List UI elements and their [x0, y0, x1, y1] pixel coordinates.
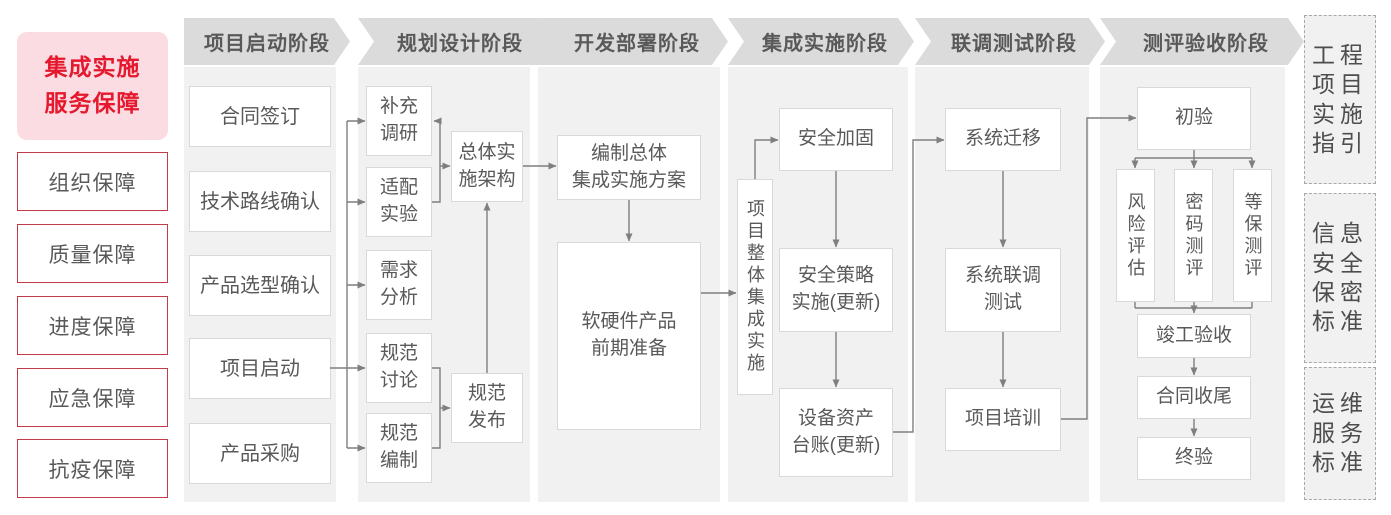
box-classified-protection-evaluation: 等保测评	[1233, 169, 1272, 302]
sidebar-item-organization: 组织保障	[17, 152, 168, 211]
box-security-hardening: 安全加固	[779, 108, 893, 171]
box-joint-debug-testing: 系统联调 测试	[945, 248, 1061, 332]
box-initial-acceptance: 初验	[1137, 87, 1251, 150]
sidebar-title: 集成实施 服务保障	[17, 32, 168, 140]
box-project-training: 项目培训	[945, 388, 1061, 451]
ref-box-infosec-confidentiality-standard: 信息 安全 保密 标准	[1304, 193, 1376, 363]
box-product-selection-confirm: 产品选型确认	[189, 255, 331, 316]
box-final-acceptance: 终验	[1137, 437, 1251, 480]
sidebar-item-schedule: 进度保障	[17, 296, 168, 355]
box-security-policy-implementation: 安全策略 实施(更新)	[779, 248, 893, 332]
box-supplementary-research: 补充 调研	[366, 86, 432, 156]
box-spec-release: 规范 发布	[451, 373, 523, 443]
phase-header-joint-testing: 联调测试阶段	[915, 18, 1105, 65]
box-overall-integration-plan: 编制总体 集成实施方案	[557, 135, 701, 200]
box-contract-closure: 合同收尾	[1137, 376, 1251, 419]
box-spec-discussion: 规范 讨论	[366, 333, 432, 403]
box-overall-project-integration: 项目整体集成实施	[737, 179, 773, 395]
box-requirement-analysis: 需求 分析	[366, 250, 432, 320]
box-spec-drafting: 规范 编制	[366, 413, 432, 483]
box-crypto-evaluation: 密码测评	[1174, 169, 1213, 302]
ref-box-project-implementation-guide: 工程 项目 实施 指引	[1304, 15, 1376, 184]
ref-box-ops-service-standard: 运维 服务 标准	[1304, 367, 1376, 500]
box-risk-assessment: 风险评估	[1116, 169, 1155, 302]
box-project-kickoff: 项目启动	[189, 338, 331, 399]
phase-header-evaluation-acceptance: 测评验收阶段	[1100, 18, 1304, 65]
box-completion-acceptance: 竣工验收	[1137, 314, 1251, 358]
phase-header-planning-design: 规划设计阶段	[358, 18, 554, 65]
box-overall-implementation-architecture: 总体实 施架构	[451, 131, 523, 202]
box-asset-ledger-update: 设备资产 台账(更新)	[779, 388, 893, 477]
box-hw-sw-preparation: 软硬件产品 前期准备	[557, 242, 701, 430]
sidebar-item-emergency: 应急保障	[17, 368, 168, 427]
box-product-procurement: 产品采购	[189, 423, 331, 484]
sidebar-item-quality: 质量保障	[17, 224, 168, 283]
box-contract-signing: 合同签订	[189, 86, 331, 147]
sidebar-item-epidemic: 抗疫保障	[17, 439, 168, 498]
phase-header-dev-deploy: 开发部署阶段	[538, 18, 728, 65]
phase-header-project-kickoff: 项目启动阶段	[184, 18, 350, 65]
box-tech-route-confirm: 技术路线确认	[189, 171, 331, 232]
box-adaptation-test: 适配 实验	[366, 167, 432, 237]
box-system-migration: 系统迁移	[945, 108, 1061, 171]
phase-header-integration: 集成实施阶段	[728, 18, 914, 65]
